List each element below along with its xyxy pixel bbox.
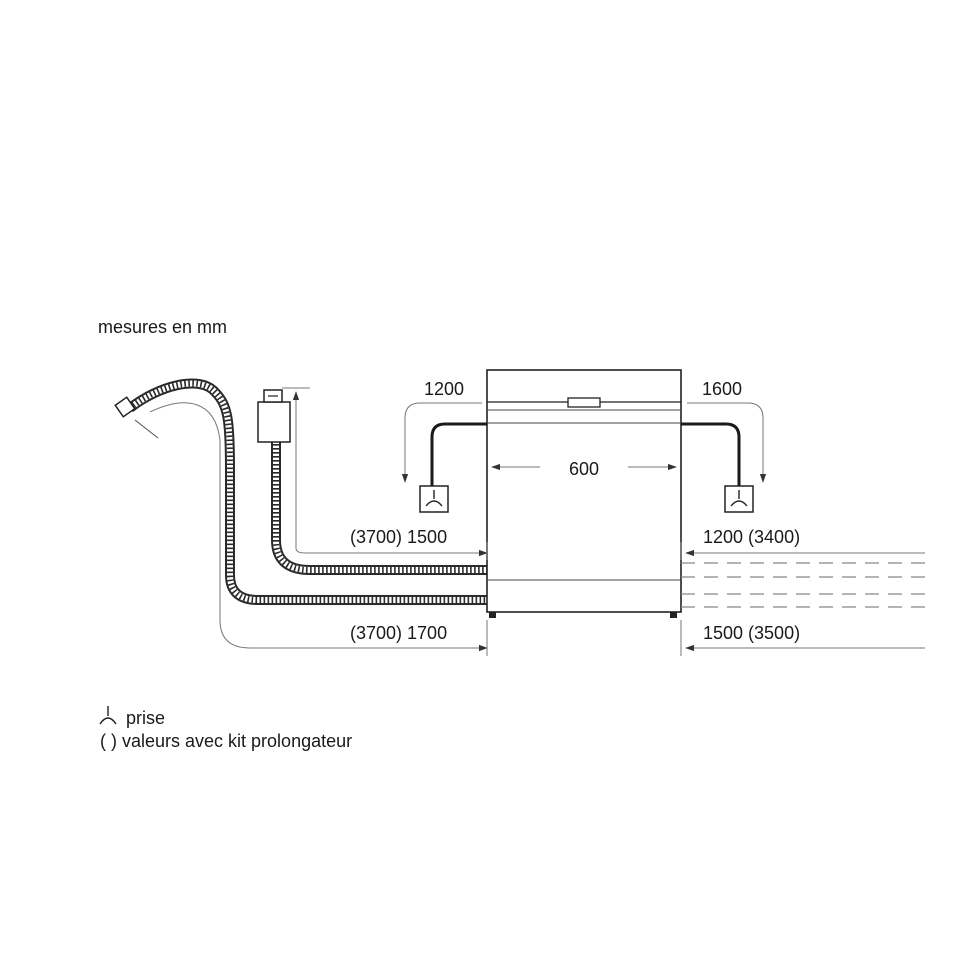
right-upper-dim-label: 1200 (3400)	[703, 527, 800, 547]
left-lower-dim-label: (3700) 1700	[350, 623, 447, 643]
right-socket-icon	[724, 485, 754, 513]
legend: prise ( ) valeurs avec kit prolongateur	[99, 706, 352, 751]
socket-legend-icon	[99, 706, 117, 725]
hose-extension-lines	[681, 562, 925, 608]
dishwasher	[486, 369, 682, 618]
aquastop-valve	[257, 401, 291, 443]
units-note: mesures en mm	[98, 317, 227, 337]
control-display	[567, 397, 601, 408]
inlet-hose	[257, 389, 487, 575]
legend-socket-label: prise	[126, 708, 165, 728]
left-power-cable	[430, 422, 487, 490]
right-power-cable	[681, 422, 741, 490]
left-upper-dim-label: (3700) 1500	[350, 527, 447, 547]
right-socket-dim-label: 1600	[702, 379, 742, 399]
width-dim-label: 600	[569, 459, 599, 479]
legend-brackets-label: ( ) valeurs avec kit prolongateur	[100, 731, 352, 751]
right-lower-dim-label: 1500 (3500)	[703, 623, 800, 643]
drain-hose	[114, 378, 487, 605]
left-socket-dim-label: 1200	[424, 379, 464, 399]
left-socket-icon	[419, 485, 449, 513]
drain-nozzle	[114, 396, 136, 418]
